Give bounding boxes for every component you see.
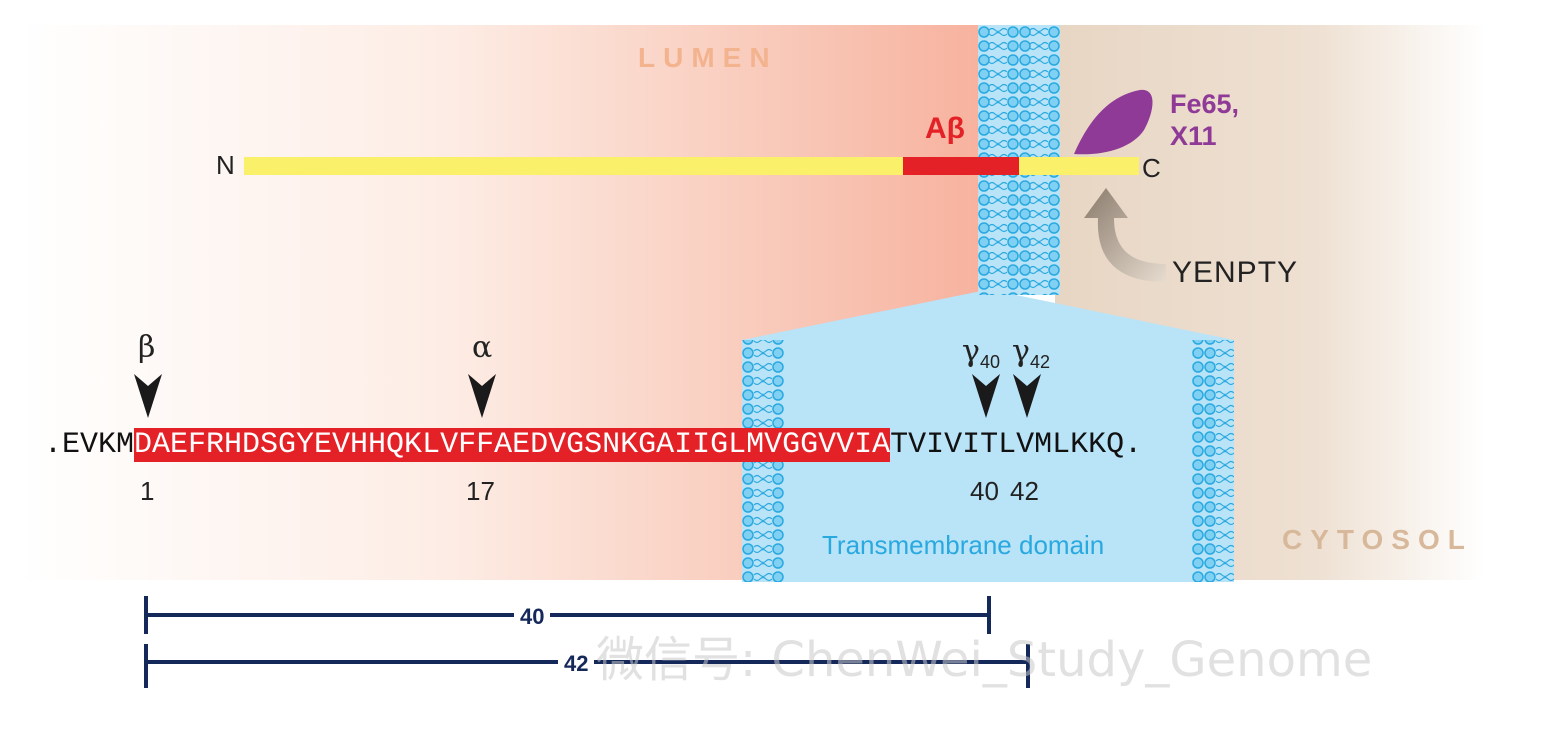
- transmembrane-domain-label: Transmembrane domain: [822, 530, 1105, 560]
- position-42-label: 42: [1010, 476, 1039, 506]
- yenpty-motif-label: YENPTY: [1172, 256, 1299, 289]
- watermark-text: 微信号: ChenWei_Study_Genome: [596, 632, 1373, 688]
- abeta-label: Aβ: [925, 112, 965, 145]
- position-1-label: 1: [140, 476, 155, 506]
- gamma42-cleavage-arrowhead-icon: [1013, 374, 1041, 418]
- yenpty-arrow-icon: [1084, 188, 1166, 282]
- binding-partner-x11: X11: [1170, 121, 1217, 151]
- amino-acid-sequence: .EVKMDAEFRHDSGYEVHHQKLVFFAEDVGSNKGAIIGLM…: [44, 425, 1142, 465]
- gamma42-secretase-symbol: γ42: [1012, 334, 1050, 373]
- beta-cleavage-arrowhead-icon: [134, 374, 162, 418]
- gamma42-subscript: 42: [1029, 352, 1050, 372]
- position-40-label: 40: [970, 476, 999, 506]
- cytosol-label: CYTOSOL: [1282, 524, 1473, 555]
- sequence-prefix: .EVKM: [44, 428, 135, 462]
- binding-partner-fe65: Fe65,: [1170, 89, 1240, 119]
- gamma40-symbol: γ: [962, 334, 980, 369]
- gamma40-subscript: 40: [979, 352, 1000, 372]
- c-terminus-label: C: [1142, 153, 1161, 183]
- sequence-suffix: TVIVITLVMLKKQ.: [890, 428, 1143, 462]
- binding-partners-label: Fe65, X11: [1170, 88, 1239, 152]
- abeta-segment-bar: [903, 157, 1019, 175]
- alpha-secretase-symbol: α: [472, 330, 493, 365]
- bracket-40: [144, 596, 991, 634]
- lumen-label: LUMEN: [638, 42, 778, 73]
- bracket-42-label: 42: [558, 651, 595, 677]
- abeta-sequence: DAEFRHDSGYEVHHQKLVFFAEDVGSNKGAIIGLMVGGVV…: [134, 428, 891, 462]
- beta-secretase-symbol: β: [138, 330, 156, 365]
- position-17-label: 17: [466, 476, 495, 506]
- alpha-cleavage-arrowhead-icon: [468, 374, 496, 418]
- gamma40-cleavage-arrowhead-icon: [972, 374, 1000, 418]
- fe65-binding-protein-shape: [1074, 89, 1153, 155]
- gamma40-secretase-symbol: γ40: [962, 334, 1000, 373]
- gamma42-symbol: γ: [1012, 334, 1030, 369]
- bracket-40-label: 40: [514, 604, 551, 630]
- n-terminus-label: N: [216, 150, 235, 180]
